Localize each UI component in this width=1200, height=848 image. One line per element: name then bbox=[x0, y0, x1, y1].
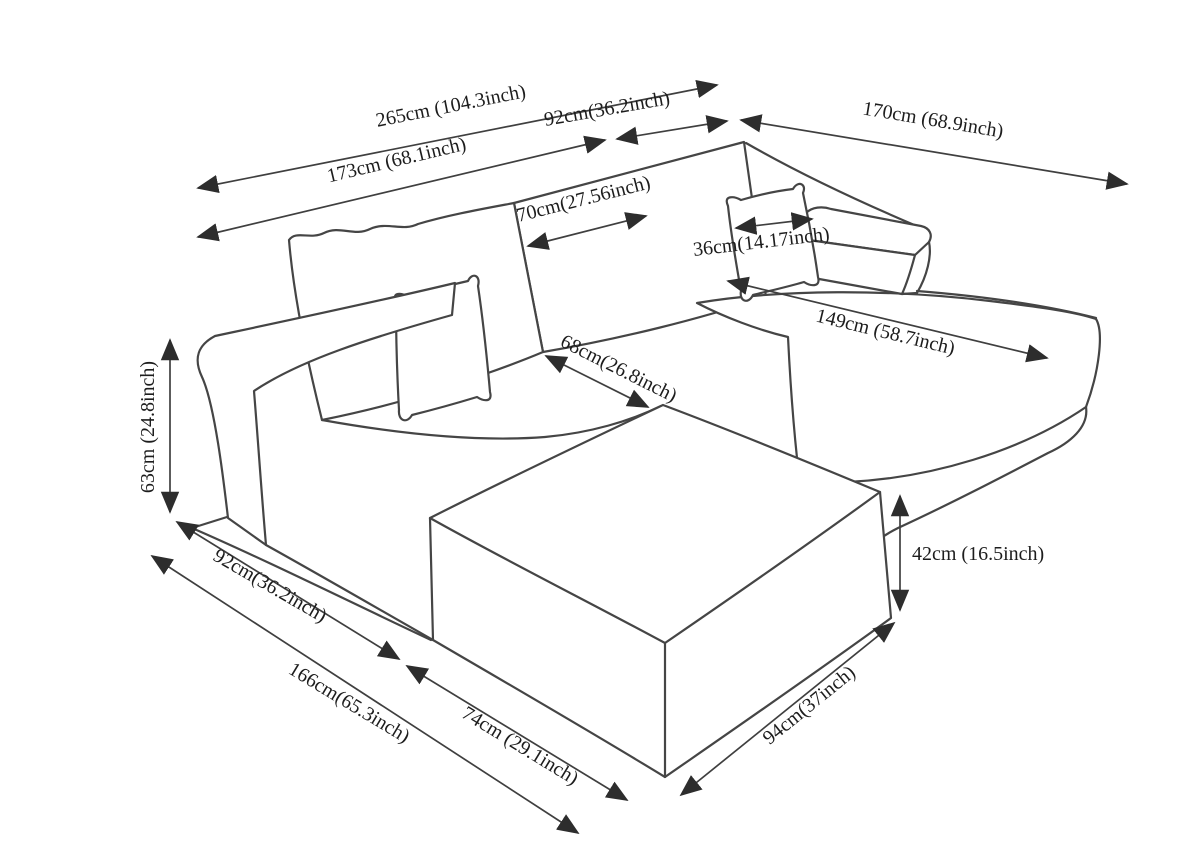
dim-base-front-arrow bbox=[150, 554, 580, 835]
dim-pillow-arrow bbox=[734, 212, 814, 235]
dim-chaise-total-label: 170cm (68.9inch) bbox=[861, 98, 1005, 143]
dim-seat-depth-arrow bbox=[544, 355, 650, 408]
chaise-seat-front-edge bbox=[846, 405, 1088, 484]
dim-left-side-depth: 92cm(36.2inch) bbox=[175, 521, 401, 660]
dim-left-section-arrow bbox=[196, 135, 607, 242]
base-left-corner-edge bbox=[190, 515, 229, 530]
dim-seat-height: 42cm (16.5inch) bbox=[890, 494, 1044, 612]
dim-overall-width-label: 265cm (104.3inch) bbox=[374, 80, 528, 131]
dim-back-height: 63cm (24.8inch) bbox=[137, 338, 180, 514]
seat-front-edge bbox=[320, 404, 663, 440]
dim-corner-section-label: 92cm(36.2inch) bbox=[542, 87, 671, 131]
dim-ottoman-side-arrow bbox=[679, 621, 896, 797]
dim-left-side-depth-label: 92cm(36.2inch) bbox=[209, 544, 330, 627]
dim-corner-section-width: 92cm(36.2inch) bbox=[542, 87, 729, 145]
dim-corner-section-arrow bbox=[615, 115, 729, 145]
left-armrest bbox=[196, 281, 457, 547]
dim-seat-height-label: 42cm (16.5inch) bbox=[912, 543, 1044, 565]
dim-base-front-label: 166cm(65.3inch) bbox=[285, 658, 414, 748]
base-front-left-edge bbox=[190, 526, 433, 642]
dim-back-cushion-arrow bbox=[526, 212, 648, 250]
dim-seat-depth: 68cm(26.8inch) bbox=[544, 330, 681, 408]
dim-seat-depth-label: 68cm(26.8inch) bbox=[557, 330, 681, 407]
dim-chaise-seat-arrow bbox=[726, 276, 1049, 363]
dim-chaise-total-arrow bbox=[739, 114, 1129, 190]
dim-left-section-label: 173cm (68.1inch) bbox=[325, 133, 468, 187]
dim-back-height-label: 63cm (24.8inch) bbox=[137, 361, 159, 493]
